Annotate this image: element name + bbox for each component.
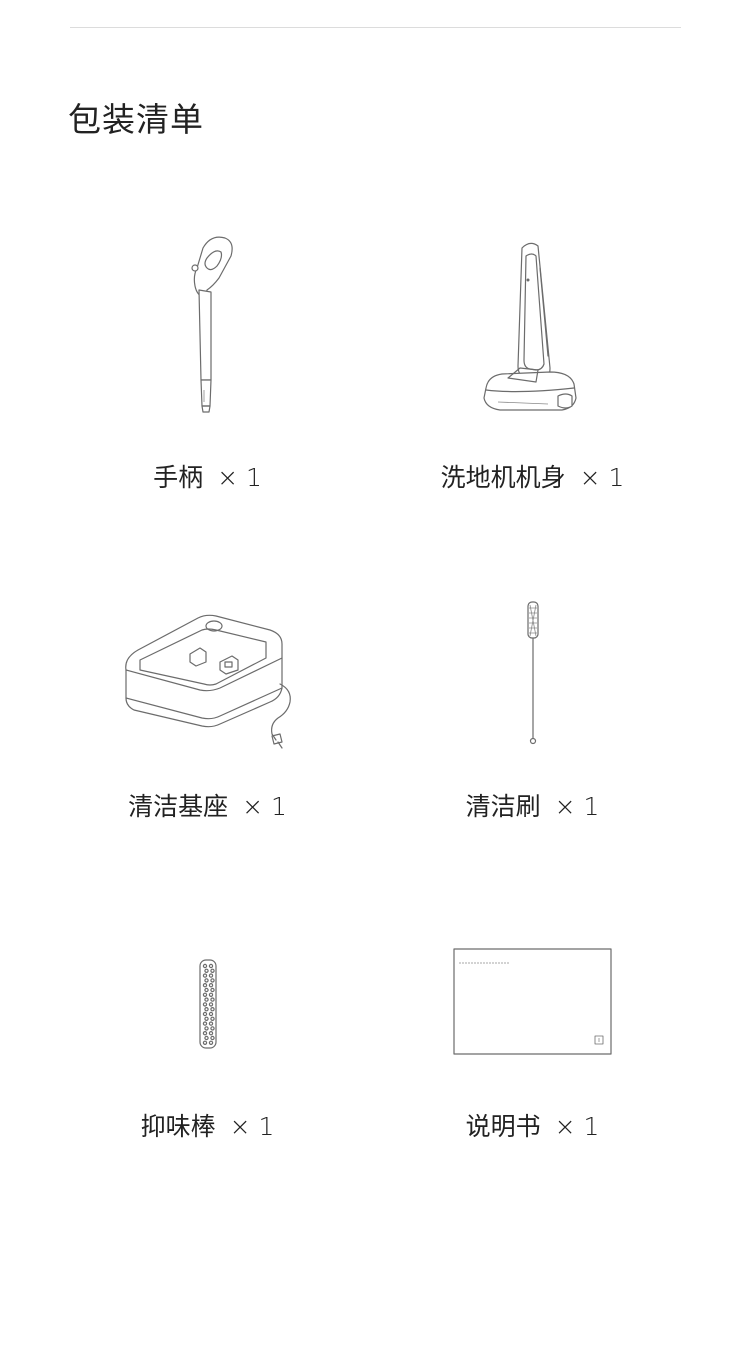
perforation-hole — [208, 983, 213, 988]
top-divider — [70, 27, 681, 28]
perforation-hole — [209, 997, 215, 1002]
perforation-hole — [203, 1035, 209, 1041]
item-label: 抑味棒 × 1 — [20, 1109, 395, 1145]
perforation-hole — [202, 983, 207, 988]
perforation-hole — [209, 1016, 215, 1022]
perforation-hole — [202, 1030, 207, 1036]
item-name: 清洁基座 — [128, 792, 229, 821]
perforation-hole — [203, 997, 209, 1002]
perforation-hole — [202, 992, 207, 998]
item-name: 说明书 — [465, 1112, 541, 1141]
perforation-hole — [209, 968, 215, 973]
perforation-hole — [208, 1030, 213, 1036]
perforation-hole — [209, 1035, 215, 1041]
page-title: 包装清单 — [68, 100, 204, 139]
perforation-hole — [209, 1007, 215, 1012]
deodorizer-stick-icon — [198, 959, 217, 1049]
item-name: 洗地机机身 — [440, 463, 566, 492]
cleaning-base-icon — [125, 614, 291, 749]
manual-icon — [452, 948, 612, 1055]
item-quantity: × 1 — [554, 792, 600, 821]
item-name: 抑味棒 — [140, 1112, 216, 1141]
perforation-hole — [202, 1002, 207, 1007]
item-label: 清洁刷 × 1 — [345, 789, 720, 825]
perforation-hole — [208, 963, 213, 969]
item-label: 说明书 × 1 — [345, 1109, 720, 1145]
perforation-hole — [202, 1040, 207, 1046]
item-quantity: × 1 — [242, 792, 287, 821]
perforation-hole — [202, 963, 207, 969]
perforation-hole — [203, 1026, 209, 1031]
item-name: 手柄 — [153, 463, 204, 492]
perforation-hole — [203, 968, 209, 973]
item-quantity: × 1 — [579, 463, 625, 492]
item-label: 手柄 × 1 — [20, 460, 395, 496]
item-quantity: × 1 — [554, 1112, 600, 1141]
item-label: 清洁基座 × 1 — [20, 789, 395, 825]
perforation-hole — [208, 1040, 213, 1046]
perforation-hole — [208, 1002, 213, 1007]
perforation-hole — [202, 1021, 207, 1026]
perforation-hole — [202, 1011, 207, 1017]
perforation-hole — [208, 1021, 213, 1026]
perforation-hole — [203, 987, 209, 993]
perforation-hole — [209, 987, 215, 993]
handle-icon — [190, 236, 233, 413]
floor-washer-body-icon — [482, 242, 577, 411]
perforation-hole — [208, 992, 213, 998]
perforation-hole — [209, 1026, 215, 1031]
perforation-hole — [202, 973, 207, 978]
perforation-hole — [208, 973, 213, 978]
perforation-hole — [209, 978, 215, 983]
item-quantity: × 1 — [229, 1112, 275, 1141]
perforation-hole — [203, 978, 209, 983]
item-label: 洗地机机身 × 1 — [345, 460, 720, 496]
perforation-hole — [208, 1011, 213, 1017]
perforation-hole — [203, 1007, 209, 1012]
item-quantity: × 1 — [217, 463, 262, 492]
item-name: 清洁刷 — [465, 792, 541, 821]
cleaning-brush-icon — [526, 601, 539, 745]
perforation-hole — [203, 1016, 209, 1022]
